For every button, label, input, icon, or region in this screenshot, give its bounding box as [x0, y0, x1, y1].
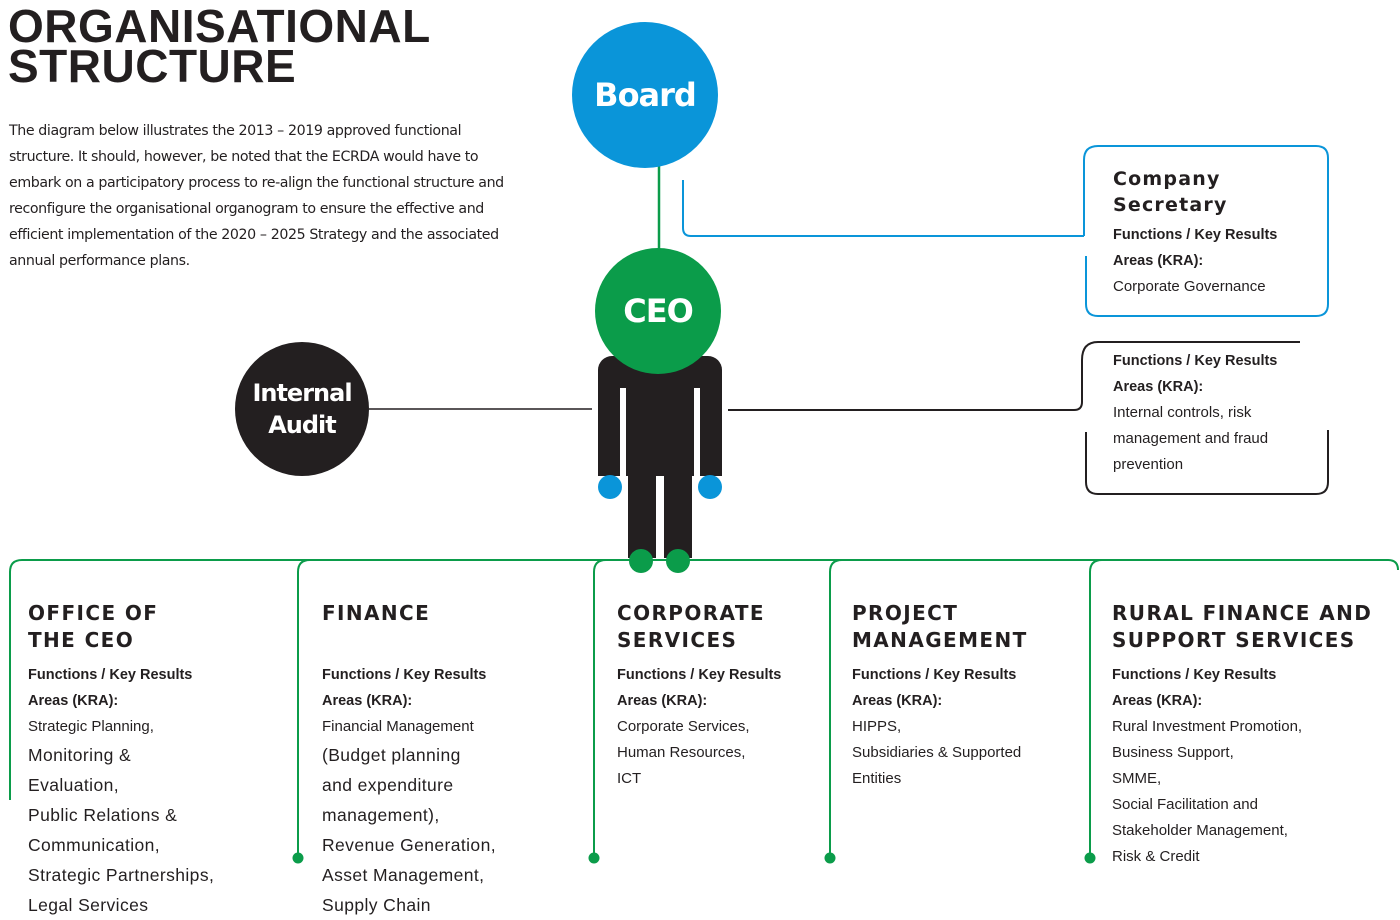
department-title: PROJECT MANAGEMENT [852, 601, 1028, 652]
department-title: FINANCE [322, 601, 431, 625]
ceo-auditbox-connector [728, 341, 1300, 411]
company-secretary-box: Company Secretary Functions / Key Result… [1113, 166, 1318, 300]
function-item: Rural Investment Promotion, [1112, 718, 1303, 735]
department-functions-list: HIPPS, Subsidiaries & Supported Entities [852, 714, 1072, 792]
figure-right-foot [666, 549, 690, 573]
function-item: Monitoring & [28, 745, 132, 765]
audit-functions-box: Functions / Key Results Areas (KRA): Int… [1113, 348, 1313, 478]
divider-finance [297, 559, 311, 858]
company-secretary-kra-text: Corporate Governance [1113, 278, 1266, 295]
function-item: Public Relations & [28, 805, 178, 825]
department-title: OFFICE OF THE CEO [28, 601, 159, 652]
department-finance: FINANCE Functions / Key Results Areas (K… [322, 600, 562, 920]
function-item: management), [322, 805, 440, 825]
board-node: Board [572, 22, 718, 168]
audit-box-frame [1085, 430, 1329, 495]
department-office-of-ceo: OFFICE OF THE CEO Functions / Key Result… [28, 600, 258, 920]
department-rural-finance: RURAL FINANCE AND SUPPORT SERVICES Funct… [1112, 600, 1392, 870]
divider-dot-project [824, 852, 836, 864]
function-item: SMME, [1112, 770, 1162, 787]
department-kra-label: Functions / Key Results Areas (KRA): [28, 667, 193, 709]
function-item: Legal Services [28, 895, 149, 915]
page-title: ORGANISATIONAL STRUCTURE [8, 0, 431, 92]
function-item: (Budget planning [322, 745, 461, 765]
function-item: Supply Chain [322, 895, 431, 915]
audit-kra-text: Internal controls, risk management and f… [1113, 404, 1269, 473]
function-item: and expenditure [322, 775, 454, 795]
department-functions-list: Corporate Services, Human Resources, ICT [617, 714, 817, 792]
figure-left-foot [629, 549, 653, 573]
function-item: Subsidiaries & Supported [852, 744, 1022, 761]
department-functions-list: Strategic Planning, Monitoring & Evaluat… [28, 714, 258, 920]
figure-right-arm-gap [694, 388, 700, 478]
audit-kra-label: Functions / Key Results Areas (KRA): [1113, 353, 1278, 395]
figure-left-leg [628, 474, 656, 558]
department-functions-list: Rural Investment Promotion, Business Sup… [1112, 714, 1392, 870]
function-item: Corporate Services, [617, 718, 750, 735]
function-item: Risk & Credit [1112, 848, 1200, 865]
department-bus-line [9, 559, 1399, 800]
divider-rural [1089, 559, 1103, 858]
department-kra-label: Functions / Key Results Areas (KRA): [852, 667, 1017, 709]
department-title: RURAL FINANCE AND SUPPORT SERVICES [1112, 601, 1373, 652]
function-item: HIPPS, [852, 718, 902, 735]
internal-audit-node: Internal Audit [235, 342, 369, 476]
department-corporate-services: CORPORATE SERVICES Functions / Key Resul… [617, 600, 817, 792]
ceo-node: CEO [595, 248, 721, 374]
board-secretary-connector [682, 180, 1084, 237]
function-item: Asset Management, [322, 865, 485, 885]
function-item: Strategic Planning, [28, 718, 154, 735]
divider-project [829, 559, 843, 858]
department-kra-label: Functions / Key Results Areas (KRA): [322, 667, 487, 709]
function-item: Entities [852, 770, 902, 787]
divider-corporate [593, 559, 607, 858]
function-item: Social Facilitation and [1112, 796, 1258, 813]
intro-paragraph: The diagram below illustrates the 2013 –… [9, 123, 504, 269]
figure-left-arm-gap [620, 388, 626, 478]
function-item: Revenue Generation, [322, 835, 496, 855]
department-kra-label: Functions / Key Results Areas (KRA): [617, 667, 782, 709]
department-functions-list: Financial Management (Budget planning an… [322, 714, 562, 920]
department-kra-label: Functions / Key Results Areas (KRA): [1112, 667, 1277, 709]
department-title: CORPORATE SERVICES [617, 601, 765, 652]
function-item: Human Resources, [617, 744, 746, 761]
figure-left-hand [598, 475, 622, 499]
function-item: Financial Management [322, 718, 474, 735]
function-item: Evaluation, [28, 775, 119, 795]
divider-dot-corporate [588, 852, 600, 864]
figure-right-leg [664, 474, 692, 558]
figure-torso [598, 356, 722, 476]
divider-dot-rural [1084, 852, 1096, 864]
secretary-box-frame [1083, 145, 1329, 317]
divider-dot-finance [292, 852, 304, 864]
company-secretary-kra-label: Functions / Key Results Areas (KRA): [1113, 227, 1278, 269]
figure-right-hand [698, 475, 722, 499]
function-item: ICT [617, 770, 642, 787]
function-item: Business Support, [1112, 744, 1234, 761]
function-item: Stakeholder Management, [1112, 822, 1288, 839]
function-item: Strategic Partnerships, [28, 865, 215, 885]
function-item: Communication, [28, 835, 161, 855]
department-project-management: PROJECT MANAGEMENT Functions / Key Resul… [852, 600, 1072, 792]
company-secretary-title: Company Secretary [1113, 168, 1228, 216]
